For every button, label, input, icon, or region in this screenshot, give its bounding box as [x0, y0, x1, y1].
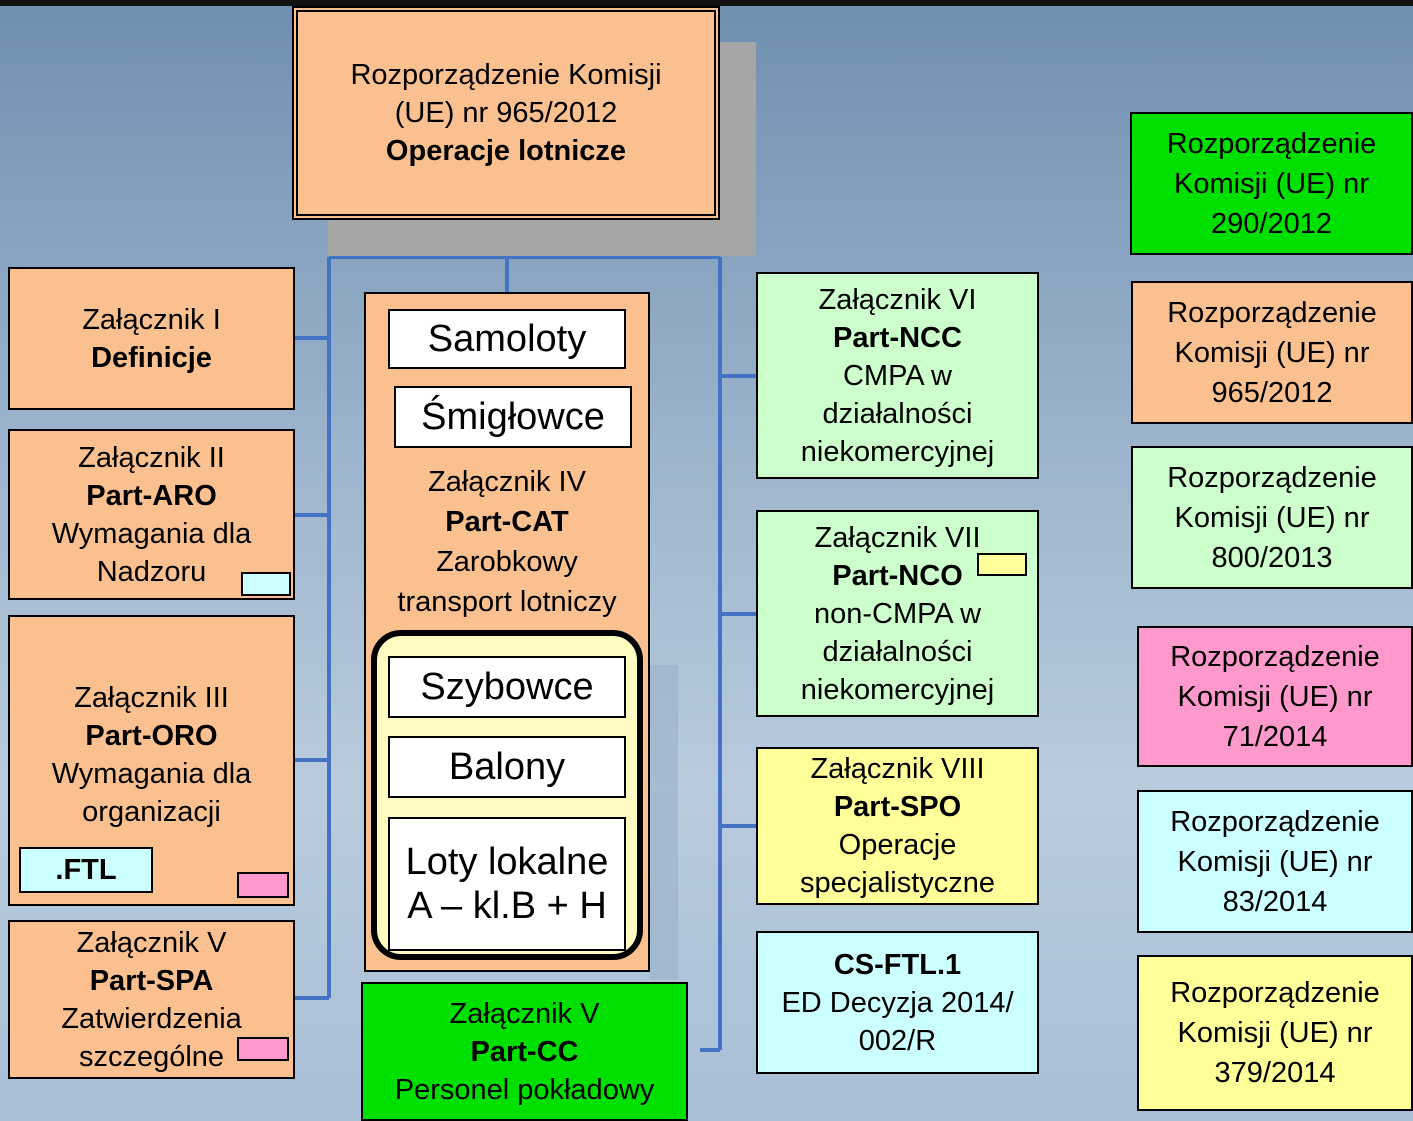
cs-ftl-box: CS-FTL.1 ED Decyzja 2014/ 002/R: [756, 931, 1039, 1074]
annex-4-code: Part-CAT: [445, 506, 569, 538]
legend-71-2014-line1: Rozporządzenie: [1170, 640, 1380, 673]
legend-800-2013-line1: Rozporządzenie: [1167, 461, 1377, 494]
annex-7-desc2: działalności: [822, 635, 973, 668]
top-border: [0, 0, 1413, 6]
legend-71-2014-line2: Komisji (UE) nr: [1177, 680, 1373, 713]
cs-ftl-desc1: ED Decyzja 2014/: [781, 986, 1014, 1019]
legend-290-2012-line1: Rozporządzenie: [1166, 127, 1377, 160]
aircraft-airplanes-label: Samoloty: [427, 318, 587, 360]
annex-3-desc2: organizacji: [82, 796, 221, 828]
annex-2-color-tag: [241, 572, 291, 596]
legend-379-2014-line3: 379/2014: [1214, 1057, 1336, 1089]
gliders-label: Szybowce: [420, 666, 594, 708]
ftl-label: .FTL: [55, 854, 117, 886]
legend-83-2014-line2: Komisji (UE) nr: [1177, 845, 1373, 878]
local-flights-box: Loty lokalne A – kl.B + H: [388, 817, 626, 951]
annex-5-spa-label: Załącznik V: [76, 926, 227, 959]
main-line1: Rozporządzenie Komisji: [350, 59, 662, 91]
annex-8-box: Załącznik VIII Part-SPO Operacje specjal…: [756, 747, 1039, 905]
legend-965-2012-line2: Komisji (UE) nr: [1174, 336, 1370, 369]
annex-2-desc1: Wymagania dla: [51, 517, 252, 550]
annex-6-desc2: działalności: [822, 397, 973, 430]
legend-379-2014-line2: Komisji (UE) nr: [1177, 1017, 1373, 1049]
aircraft-airplanes: Samoloty: [388, 309, 626, 369]
legend-71-2014-line3: 71/2014: [1222, 720, 1328, 753]
annex-8-desc1: Operacje: [838, 829, 957, 861]
annex-7-color-tag: [977, 553, 1027, 576]
local-flights-line2: A – kl.B + H: [407, 885, 607, 927]
cs-ftl-desc2: 002/R: [858, 1024, 937, 1057]
annex-1-label: Załącznik I: [82, 303, 221, 336]
annex-2-box: Załącznik II Part-ARO Wymagania dla Nadz…: [8, 429, 295, 600]
legend-290-2012-line3: 290/2012: [1211, 207, 1332, 240]
main-regulation-box: Rozporządzenie Komisji (UE) nr 965/2012 …: [292, 6, 720, 220]
annex-1-box: Załącznik I Definicje: [8, 267, 295, 410]
annex-5-cc-box: Załącznik V Part-CC Personel pokładowy: [361, 982, 688, 1121]
annex-5-spa-desc1: Zatwierdzenia: [61, 1002, 242, 1035]
annex-8-code: Part-SPO: [833, 791, 962, 823]
local-flights-line1: Loty lokalne: [405, 841, 609, 883]
annex-5-spa-code: Part-SPA: [89, 964, 214, 997]
annex-5-spa-color-tag: [237, 1037, 289, 1061]
annex-4-text: Załącznik IV Part-CAT Zarobkowy transpor…: [364, 462, 650, 622]
ftl-box: .FTL: [19, 847, 153, 893]
annex-6-desc3: niekomercyjnej: [800, 435, 995, 468]
legend-290-2012-line2: Komisji (UE) nr: [1174, 167, 1369, 200]
annex-3-code: Part-ORO: [85, 720, 218, 752]
annex-4-desc2: transport lotniczy: [397, 586, 617, 618]
annex-2-label: Załącznik II: [78, 441, 225, 474]
legend-83-2014-line1: Rozporządzenie: [1170, 805, 1380, 838]
annex-8-label: Załącznik VIII: [810, 753, 985, 785]
annex-7-code: Part-NCO: [832, 559, 963, 592]
aircraft-helicopters-label: Śmigłowce: [421, 396, 605, 438]
annex-7-desc1: non-CMPA w: [813, 597, 982, 630]
annex-7-label: Załącznik VII: [814, 521, 981, 554]
annex-6-code: Part-NCC: [833, 321, 962, 354]
legend-965-2012-line3: 965/2012: [1211, 376, 1333, 409]
cs-ftl-code: CS-FTL.1: [833, 948, 962, 981]
annex-6-desc1: CMPA w: [842, 359, 953, 392]
annex-5-spa-desc2: szczególne: [78, 1040, 225, 1073]
annex-7-desc3: niekomercyjnej: [800, 673, 995, 706]
annex-5-cc-desc: Personel pokładowy: [394, 1073, 655, 1106]
annex-2-code: Part-ARO: [86, 479, 217, 512]
legend-83-2014-line3: 83/2014: [1222, 885, 1328, 918]
annex-4-label: Załącznik IV: [428, 466, 586, 498]
legend-800-2013-line3: 800/2013: [1211, 541, 1333, 574]
inner-shadow: [650, 665, 678, 979]
balloons-box: Balony: [388, 736, 626, 798]
annex-3-desc1: Wymagania dla: [51, 758, 252, 790]
aircraft-helicopters: Śmigłowce: [394, 386, 632, 448]
annex-6-box: Załącznik VI Part-NCC CMPA w działalnośc…: [756, 272, 1039, 479]
legend-965-2012-line1: Rozporządzenie: [1167, 296, 1377, 329]
annex-6-label: Załącznik VI: [818, 283, 977, 316]
main-line2: (UE) nr 965/2012: [394, 97, 618, 129]
balloons-label: Balony: [448, 746, 566, 788]
legend-800-2013-line2: Komisji (UE) nr: [1174, 501, 1370, 534]
annex-2-desc2: Nadzoru: [96, 555, 207, 588]
legend-379-2014-line1: Rozporządzenie: [1170, 977, 1380, 1009]
annex-5-cc-code: Part-CC: [470, 1035, 579, 1068]
annex-1-code: Definicje: [91, 341, 212, 374]
annex-7-box: Załącznik VII Part-NCO non-CMPA w działa…: [756, 510, 1039, 717]
annex-4-desc1: Zarobkowy: [436, 546, 578, 578]
annex-3-color-tag: [237, 872, 289, 898]
gliders-box: Szybowce: [388, 656, 626, 718]
annex-8-desc2: specjalistyczne: [799, 867, 996, 899]
annex-3-label: Załącznik III: [74, 682, 229, 714]
main-title: Operacje lotnicze: [385, 135, 627, 167]
annex-5-cc-label: Załącznik V: [449, 997, 600, 1030]
